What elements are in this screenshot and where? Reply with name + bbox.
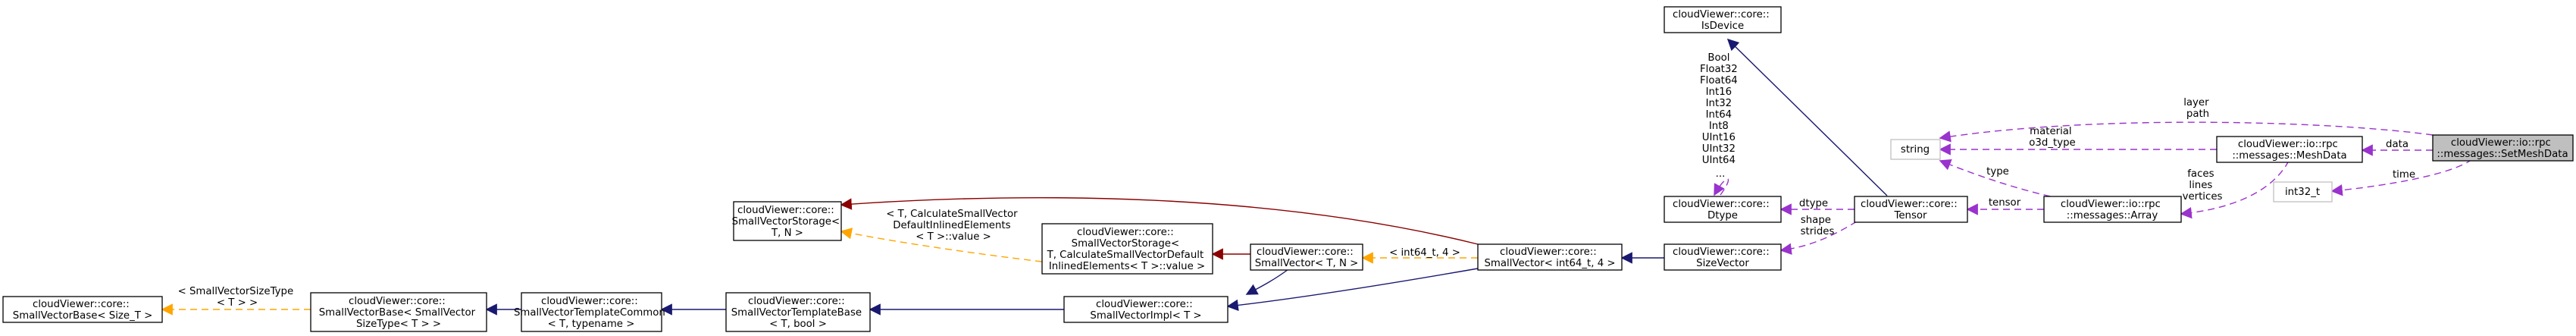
edge-dtype-self xyxy=(1714,178,1729,196)
svg-text:cloudViewer::core:: Smal: cloudViewer::core:: SmallVectorBase< Sma… xyxy=(319,296,479,330)
svg-text:cloudViewer::io::rpc ::m: cloudViewer::io::rpc ::messages::Array xyxy=(2061,199,2164,221)
edge-svtn-svimpl xyxy=(1245,268,1289,295)
edge-setmeshdata-string xyxy=(1939,121,2434,143)
label-dtype-values: Bool Float32 Float64 Int16 Int32 Int64 I… xyxy=(1700,52,1741,180)
label-type: type xyxy=(1986,166,2009,177)
edge-storagedefault-storagetn xyxy=(840,228,1043,262)
svg-text:cloudViewer::io::rpc ::m: cloudViewer::io::rpc ::messages::SetMesh… xyxy=(2437,137,2568,160)
edge-tensor-sizevector xyxy=(1779,221,1858,255)
node-svstorage-tn[interactable]: cloudViewer::core:: SmallVectorStorage< … xyxy=(732,201,844,241)
edge-array-string xyxy=(1939,159,2062,199)
node-dtype[interactable]: cloudViewer::core:: Dtype xyxy=(1664,196,1782,223)
svg-text:string: string xyxy=(1901,144,1930,155)
svg-text:cloudViewer::core:: Smal: cloudViewer::core:: SmallVectorBase< Siz… xyxy=(13,299,152,322)
node-svstorage-default[interactable]: cloudViewer::core:: SmallVectorStorage< … xyxy=(1041,223,1213,275)
label-dtype: dtype xyxy=(1799,198,1828,209)
edge-tensor-isdevice xyxy=(1726,38,1888,196)
node-sizevector[interactable]: cloudViewer::core:: SizeVector xyxy=(1664,243,1782,271)
node-int32[interactable]: int32_t xyxy=(2273,181,2333,203)
node-isdevice[interactable]: cloudViewer::core:: IsDevice xyxy=(1664,6,1782,33)
label-sizetype: < SmallVectorSizeType < T > > xyxy=(178,286,297,309)
svg-text:cloudViewer::core:: Smal: cloudViewer::core:: SmallVectorTemplateC… xyxy=(514,296,668,330)
node-svimpl[interactable]: cloudViewer::core:: SmallVectorImpl< T > xyxy=(1063,296,1229,323)
edge-svint64-storage xyxy=(840,196,1479,245)
edge-setmeshdata-int32 xyxy=(2330,159,2473,196)
node-svbase-sizetype[interactable]: cloudViewer::core:: SmallVectorBase< Sma… xyxy=(310,292,487,332)
edges xyxy=(161,38,2473,316)
node-meshdata[interactable]: cloudViewer::io::rpc ::messages::MeshDat… xyxy=(2216,136,2363,163)
svg-text:cloudViewer::core:: Smal: cloudViewer::core:: SmallVector< int64_t… xyxy=(1484,247,1615,269)
svg-text:cloudViewer::core:: Smal: cloudViewer::core:: SmallVector< T, N > xyxy=(1255,247,1359,269)
svg-text:cloudViewer::core:: Smal: cloudViewer::core:: SmallVectorStorage< … xyxy=(732,205,844,239)
label-time: time xyxy=(2393,169,2415,181)
node-string[interactable]: string xyxy=(1890,139,1941,160)
node-array[interactable]: cloudViewer::io::rpc ::messages::Array xyxy=(2043,196,2182,223)
svg-text:cloudViewer::core:: Smal: cloudViewer::core:: SmallVectorTemplateB… xyxy=(731,296,865,330)
label-shape: shape strides xyxy=(1801,215,1835,237)
label-material: material o3d_type xyxy=(2029,126,2075,149)
label-int64-4: < int64_t, 4 > xyxy=(1389,247,1460,259)
label-faces: faces lines vertices xyxy=(2183,168,2223,203)
label-calc-default: < T, CalculateSmallVector DefaultInlined… xyxy=(886,209,1021,243)
node-tensor[interactable]: cloudViewer::core:: Tensor xyxy=(1854,196,1968,223)
svg-text:cloudViewer::core:: Tens: cloudViewer::core:: Tensor xyxy=(1861,199,1961,221)
edge-svint64-svimpl xyxy=(1226,268,1479,312)
svg-text:cloudViewer::core:: Smal: cloudViewer::core:: SmallVectorStorage< … xyxy=(1047,227,1207,272)
node-svbase-size-t[interactable]: cloudViewer::core:: SmallVectorBase< Siz… xyxy=(2,296,163,323)
svg-text:cloudViewer::core:: Size: cloudViewer::core:: SizeVector xyxy=(1673,247,1773,269)
node-svtemplatecommon[interactable]: cloudViewer::core:: SmallVectorTemplateC… xyxy=(514,292,668,332)
svg-text:cloudViewer::io::rpc ::m: cloudViewer::io::rpc ::messages::MeshDat… xyxy=(2232,139,2346,162)
node-sv-tn[interactable]: cloudViewer::core:: SmallVector< T, N > xyxy=(1250,243,1363,271)
edge-labels: layer path data time material o3d_type t… xyxy=(178,52,2415,309)
node-svtemplatebase[interactable]: cloudViewer::core:: SmallVectorTemplateB… xyxy=(725,292,871,332)
node-setmeshdata[interactable]: cloudViewer::io::rpc ::messages::SetMesh… xyxy=(2432,134,2574,162)
svg-text:cloudViewer::core:: Dtyp: cloudViewer::core:: Dtype xyxy=(1673,199,1773,221)
svg-text:int32_t: int32_t xyxy=(2285,187,2320,198)
node-sv-int64[interactable]: cloudViewer::core:: SmallVector< int64_t… xyxy=(1477,243,1623,271)
label-data: data xyxy=(2386,139,2409,150)
label-layer-path: layer path xyxy=(2183,97,2212,120)
svg-text:cloudViewer::core:: IsDe: cloudViewer::core:: IsDevice xyxy=(1673,9,1773,32)
label-tensor: tensor xyxy=(1989,197,2021,209)
svg-text:cloudViewer::core:: Smal: cloudViewer::core:: SmallVectorImpl< T > xyxy=(1090,299,1201,322)
edge-meshdata-array xyxy=(2180,160,2290,219)
